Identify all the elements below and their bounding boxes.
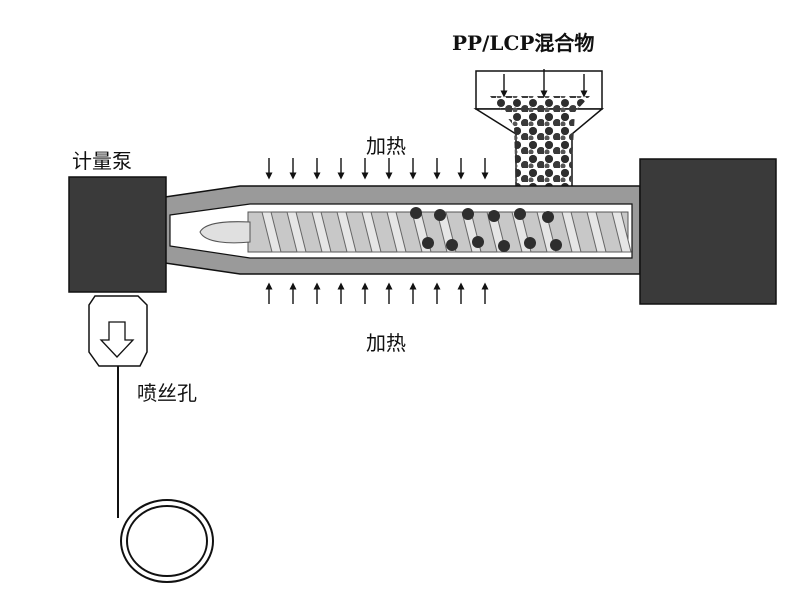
pellet bbox=[550, 239, 562, 251]
pellet bbox=[446, 239, 458, 251]
fiber-coil bbox=[117, 366, 214, 583]
pellet bbox=[514, 208, 526, 220]
screw-flight bbox=[361, 211, 382, 253]
pellet bbox=[472, 236, 484, 248]
metering-pump bbox=[68, 176, 167, 293]
screw-flight bbox=[311, 211, 332, 253]
heating-label-bottom: 加热 bbox=[366, 331, 406, 355]
hopper bbox=[473, 70, 605, 197]
mixture-label: PP/LCP混合物 bbox=[452, 31, 595, 55]
pellet bbox=[410, 207, 422, 219]
pellet bbox=[498, 240, 510, 252]
barrel-pellets bbox=[410, 207, 562, 252]
heating-arrows-bottom bbox=[265, 282, 489, 304]
spinneret-label: 喷丝孔 bbox=[137, 381, 197, 405]
pellet bbox=[434, 209, 446, 221]
pellet bbox=[462, 208, 474, 220]
screw-flight bbox=[336, 211, 357, 253]
heating-arrows-top bbox=[265, 158, 489, 180]
screw-flight bbox=[386, 211, 407, 253]
screw-flight bbox=[261, 211, 282, 253]
pellet bbox=[542, 211, 554, 223]
drive-motor bbox=[639, 158, 777, 305]
pellet bbox=[524, 237, 536, 249]
spinneret bbox=[88, 295, 148, 367]
metering-pump-label: 计量泵 bbox=[72, 149, 132, 173]
screw-flight bbox=[586, 211, 607, 253]
screw-flight bbox=[561, 211, 582, 253]
pellet bbox=[422, 237, 434, 249]
screw-flight bbox=[286, 211, 307, 253]
screw-flight bbox=[611, 211, 632, 253]
pellet bbox=[488, 210, 500, 222]
hopper-input-arrows bbox=[500, 69, 588, 98]
heating-label-top: 加热 bbox=[366, 134, 406, 158]
